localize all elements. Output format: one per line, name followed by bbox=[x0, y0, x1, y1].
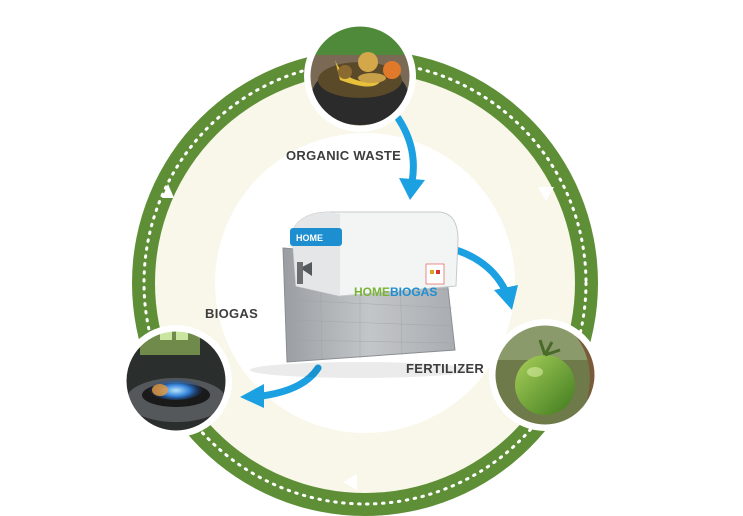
ring-arrow-right bbox=[538, 187, 554, 201]
biogas-label: BIOGAS bbox=[205, 306, 259, 321]
home-biogas-digester: HOME HOMEBIOGAS bbox=[250, 211, 470, 378]
ring-arrow-bottom bbox=[343, 474, 357, 490]
svg-text:HOME: HOME bbox=[296, 233, 323, 243]
flow-arrow-digester-to-biogas bbox=[258, 364, 322, 400]
flow-arrow-digester-to-biogas-head bbox=[240, 384, 264, 408]
fertilizer-label: FERTILIZER bbox=[406, 361, 485, 376]
flow-arrow-waste-to-digester-head bbox=[399, 178, 425, 200]
flow-arrow-digester-to-fertilizer bbox=[452, 246, 510, 296]
flow-arrow-digester-to-fertilizer-head bbox=[494, 285, 518, 310]
gas-stove-flame-photo-icon bbox=[120, 325, 232, 437]
organic-waste-photo-icon bbox=[304, 20, 416, 132]
ring-arrow-left bbox=[162, 184, 174, 198]
organic-waste-label: ORGANIC WASTE bbox=[286, 148, 402, 163]
flow-arrow-waste-to-digester bbox=[394, 114, 417, 186]
device-brand-label: HOMEBIOGAS bbox=[354, 285, 437, 299]
tomato-plant-photo-icon bbox=[489, 319, 601, 431]
